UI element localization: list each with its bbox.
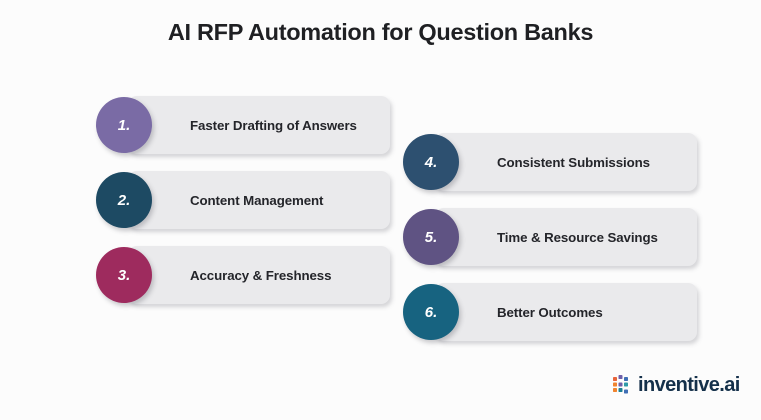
number-badge: 6.	[403, 284, 459, 340]
benefit-card[interactable]: Better Outcomes	[435, 283, 697, 341]
list-item[interactable]: Content Management 2.	[96, 171, 390, 229]
benefits-column-left: Faster Drafting of Answers 1. Content Ma…	[96, 96, 390, 321]
benefit-label: Accuracy & Freshness	[190, 267, 332, 283]
dot-grid-icon	[613, 375, 628, 394]
brand-logo: inventive.ai	[612, 374, 740, 395]
badge-number: 2.	[117, 191, 131, 209]
benefits-column-right: Consistent Submissions 4. Time & Resourc…	[403, 133, 697, 358]
page-title: AI RFP Automation for Question Banks	[167, 19, 594, 45]
badge-number: 6.	[424, 303, 438, 321]
number-badge: 2.	[96, 172, 152, 228]
number-badge: 3.	[96, 247, 152, 303]
badge-number: 4.	[424, 153, 438, 171]
benefit-label: Faster Drafting of Answers	[190, 117, 357, 133]
list-item[interactable]: Time & Resource Savings 5.	[403, 208, 697, 266]
number-badge: 5.	[403, 209, 459, 265]
benefit-card[interactable]: Content Management	[128, 171, 390, 229]
benefit-card[interactable]: Time & Resource Savings	[435, 208, 697, 266]
benefit-label: Better Outcomes	[497, 304, 603, 320]
benefit-label: Consistent Submissions	[497, 154, 650, 170]
list-item[interactable]: Consistent Submissions 4.	[403, 133, 697, 191]
list-item[interactable]: Better Outcomes 6.	[403, 283, 697, 341]
badge-number: 1.	[117, 116, 131, 134]
list-item[interactable]: Faster Drafting of Answers 1.	[96, 96, 390, 154]
benefit-card[interactable]: Accuracy & Freshness	[128, 246, 390, 304]
badge-number: 5.	[424, 228, 438, 246]
benefit-card[interactable]: Consistent Submissions	[435, 133, 697, 191]
badge-number: 3.	[117, 266, 131, 284]
list-item[interactable]: Accuracy & Freshness 3.	[96, 246, 390, 304]
benefit-card[interactable]: Faster Drafting of Answers	[128, 96, 390, 154]
number-badge: 1.	[96, 97, 152, 153]
benefit-label: Time & Resource Savings	[497, 229, 658, 245]
logo-text: inventive.ai	[638, 373, 740, 396]
number-badge: 4.	[403, 134, 459, 190]
benefit-label: Content Management	[190, 192, 324, 208]
